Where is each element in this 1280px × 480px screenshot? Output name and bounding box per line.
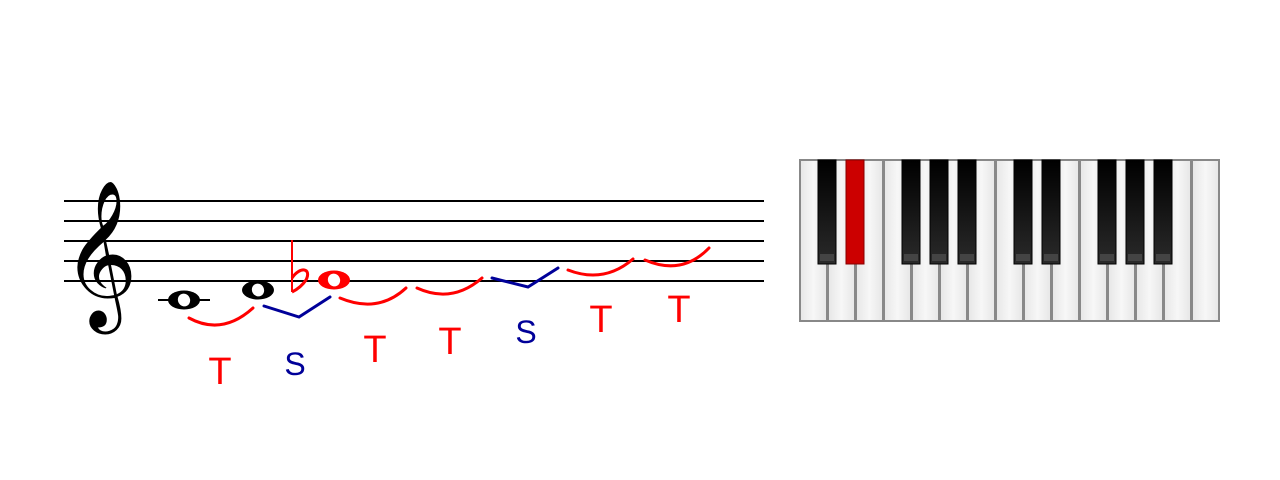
black-key[interactable] <box>817 159 837 265</box>
black-key-bevel <box>1016 254 1030 261</box>
white-key[interactable] <box>1191 159 1220 322</box>
black-key[interactable] <box>901 159 921 265</box>
step-label: S <box>515 314 536 350</box>
black-key-bevel <box>1044 254 1058 261</box>
black-key[interactable] <box>1097 159 1117 265</box>
black-key-bevel <box>1128 254 1142 261</box>
black-key-bevel <box>932 254 946 261</box>
tone-arc <box>338 286 408 306</box>
whole-note-hole <box>177 293 191 307</box>
step-label: T <box>667 289 690 331</box>
black-key[interactable] <box>1125 159 1145 265</box>
treble-clef-icon: 𝄞 <box>62 179 138 334</box>
note-d4 <box>242 280 274 300</box>
flat-icon <box>290 240 309 294</box>
black-key[interactable] <box>1013 159 1033 265</box>
tone-arc <box>187 306 255 327</box>
tone-arc <box>566 257 635 277</box>
step-label: T <box>438 321 461 363</box>
step-label: T <box>363 329 386 371</box>
whole-note-hole <box>327 273 341 287</box>
black-key-bevel <box>904 254 918 261</box>
staff <box>64 200 764 282</box>
piano-keyboard <box>799 159 1220 322</box>
tone-arc <box>643 246 711 268</box>
black-key-bevel <box>960 254 974 261</box>
step-label: T <box>589 299 612 341</box>
black-key-bevel <box>1156 254 1170 261</box>
black-key[interactable] <box>1153 159 1173 265</box>
tone-arc <box>415 276 484 296</box>
whole-note-hole <box>251 283 265 297</box>
black-key[interactable] <box>1041 159 1061 265</box>
black-key-bevel <box>1100 254 1114 261</box>
step-label: T <box>208 351 231 393</box>
black-key[interactable] <box>957 159 977 265</box>
highlighted-black-key[interactable] <box>845 159 865 265</box>
black-key-bevel <box>820 254 834 261</box>
note-c4 <box>158 290 210 310</box>
semitone-mark <box>490 266 560 289</box>
step-label: S <box>284 346 305 382</box>
interval-arcs <box>187 246 711 327</box>
black-key[interactable] <box>929 159 949 265</box>
step-labels: T S T T S T T <box>208 289 690 393</box>
note-eb4 <box>290 240 350 294</box>
semitone-mark <box>262 295 332 319</box>
